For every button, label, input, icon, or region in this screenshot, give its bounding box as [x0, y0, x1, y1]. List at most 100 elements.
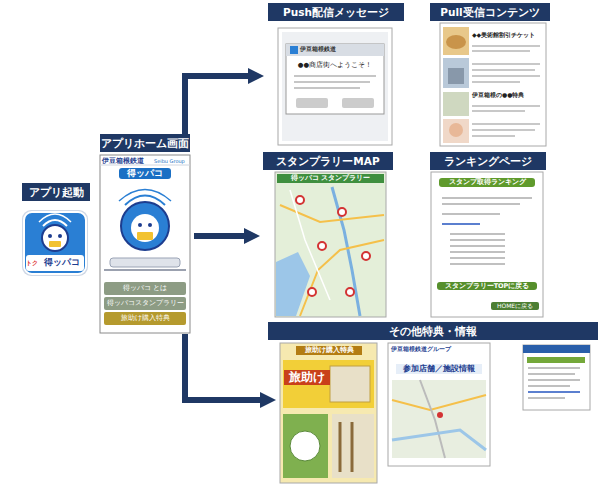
ranking-list-screenshot-shape: [528, 379, 580, 381]
home-screenshot-shape: [110, 258, 180, 267]
benefit-screenshot-shape: [283, 414, 328, 478]
shop-info-screenshot-shape: [437, 412, 443, 418]
menu-button: 得ッパコスタンプラリー: [104, 297, 186, 310]
content-title: 伊豆箱根の●●特典: [472, 91, 544, 99]
ranking-list-screenshot-shape: [523, 345, 590, 410]
section-header: その他特典・情報: [268, 322, 598, 340]
pull-screenshot-shape: [472, 63, 540, 65]
app-icon-shape: [24, 212, 86, 274]
ranking-list-screenshot-shape: [528, 397, 565, 399]
stamp-map-screenshot-shape: [276, 252, 310, 316]
panel-heading: Push配信メッセージ: [268, 3, 404, 21]
flow-arrow: [194, 233, 250, 239]
ranking-screenshot-shape: [450, 263, 505, 265]
ranking-screenshot-shape: [450, 233, 505, 235]
logo-text: 得ッパコ: [119, 168, 171, 179]
ranking-list-screenshot-shape: [528, 373, 575, 375]
screen-header: 参加店舗／施設情報: [396, 364, 482, 374]
screen-frame: [431, 172, 543, 317]
ranking-list-screenshot-shape: [528, 367, 580, 369]
pull-screenshot-shape: [472, 81, 520, 83]
stamp-map-screenshot-shape: [346, 288, 354, 296]
panel-heading: アプリホーム画面: [100, 134, 190, 152]
pull-screenshot-shape: [472, 129, 535, 131]
ranking-screenshot-shape: [442, 213, 500, 215]
shop-info-screenshot-shape: [420, 380, 445, 458]
pull-screenshot-shape: [472, 123, 540, 125]
screen-header: スタンプ取得ランキング: [439, 178, 535, 187]
shop-info-screenshot-shape: [392, 380, 486, 458]
benefit-screen-panel: 旅助け購入特典旅助け: [278, 342, 378, 484]
ranking-list-screenshot-shape: [528, 385, 570, 387]
pull-screenshot-shape: [443, 27, 469, 55]
benefit-screenshot-shape: [283, 360, 374, 408]
ranking-screenshot-shape: [450, 251, 505, 253]
pull-screenshot-shape: [472, 69, 535, 71]
pull-screenshot-shape: [446, 35, 466, 49]
pull-screen-panel: Pull受信コンテンツ ◆◆美術館割引チケット伊豆箱根の●●特典: [428, 3, 552, 146]
home-screenshot-shape: [131, 214, 159, 242]
push-screen-panel: Push配信メッセージ伊豆箱根鉄道●●商店街へようこそ！: [266, 3, 406, 146]
panel-heading: アプリ起動: [22, 183, 90, 201]
ranking-screenshot-shape: [450, 245, 505, 247]
benefit-screenshot-shape: [330, 366, 370, 402]
app-icon-shape: [48, 234, 52, 238]
push-screenshot-shape: [282, 32, 388, 141]
home-screenshot-shape: [148, 223, 152, 227]
benefit-screenshot: [280, 343, 377, 483]
pull-screenshot-shape: [443, 92, 469, 116]
panel-heading: スタンプラリーMAP: [263, 152, 393, 170]
push-screenshot: [278, 28, 392, 145]
push-screenshot-shape: [278, 28, 392, 145]
flow-arrow: [185, 76, 254, 134]
push-screenshot-shape: [296, 98, 328, 108]
flow-arrow: [185, 334, 266, 400]
menu-button: 旅助け購入特典: [104, 312, 186, 325]
brand-text: 伊豆箱根鉄道: [102, 157, 152, 166]
ranking-screenshot-shape: [442, 223, 480, 225]
benefit-screenshot-shape: [339, 422, 342, 472]
dialog-message: ●●商店街へようこそ！: [288, 61, 382, 69]
stamp-map-screenshot-shape: [332, 187, 360, 316]
poster-title: 旅助け: [284, 370, 330, 385]
ranking-list-screenshot-shape: [528, 391, 580, 393]
pull-screenshot-shape: [472, 105, 540, 107]
app-icon-shape: [42, 225, 68, 251]
ranking-list-screenshot-shape: [527, 357, 585, 363]
ranking-list-screenshot-shape: [523, 345, 590, 353]
menu-button: 得ッパコ とは: [104, 282, 186, 295]
pull-screenshot: [440, 23, 546, 146]
home-screenshot-shape: [121, 202, 169, 250]
stamp-map-screenshot-shape: [308, 288, 316, 296]
panel-heading: Pull受信コンテンツ: [430, 3, 550, 21]
app-icon: [22, 210, 88, 276]
screen-frame: [280, 343, 377, 483]
stamp-map-screenshot-shape: [296, 196, 304, 204]
benefit-screenshot-shape: [280, 343, 377, 483]
pull-screenshot-shape: [449, 123, 463, 137]
stamp-map-screenshot-shape: [300, 240, 384, 316]
screen-frame: [440, 23, 546, 146]
home-screenshot-shape: [137, 232, 153, 240]
ranking-screen-panel: ランキングページスタンプ取得ランキングスタンプラリーTOPに戻るHOMEに戻る: [429, 152, 547, 318]
push-screenshot-shape: [286, 44, 384, 114]
content-title: ◆◆美術館割引チケット: [472, 31, 544, 39]
home-screen-panel: アプリホーム画面伊豆箱根鉄道Seibu Group得ッパコ得ッパコ とは得ッパコ…: [97, 134, 193, 334]
ranking-screenshot: [431, 172, 543, 317]
map-screen-panel: スタンプラリーMAP 得ッパコ スタンプラリー: [262, 152, 394, 318]
app-icon-shape: [49, 241, 61, 247]
shop-info-screenshot-shape: [392, 430, 486, 450]
ranking-screenshot-shape: [431, 172, 543, 317]
screen-header: 得ッパコ スタンプラリー: [277, 174, 384, 183]
pull-screenshot-shape: [472, 135, 515, 137]
home-screenshot: [100, 155, 190, 333]
benefit-screenshot-shape: [351, 422, 354, 472]
launch-panel: アプリ起動トク得ッパコ: [20, 183, 92, 275]
logo-text: 得ッパコ: [38, 257, 86, 268]
shop-info-screenshot: [388, 343, 490, 466]
ranking-screenshot-shape: [442, 203, 520, 205]
shop-info-screen-panel: 伊豆箱根鉄道グループ参加店舗／施設情報: [386, 342, 492, 466]
push-screenshot-shape: [294, 75, 376, 77]
